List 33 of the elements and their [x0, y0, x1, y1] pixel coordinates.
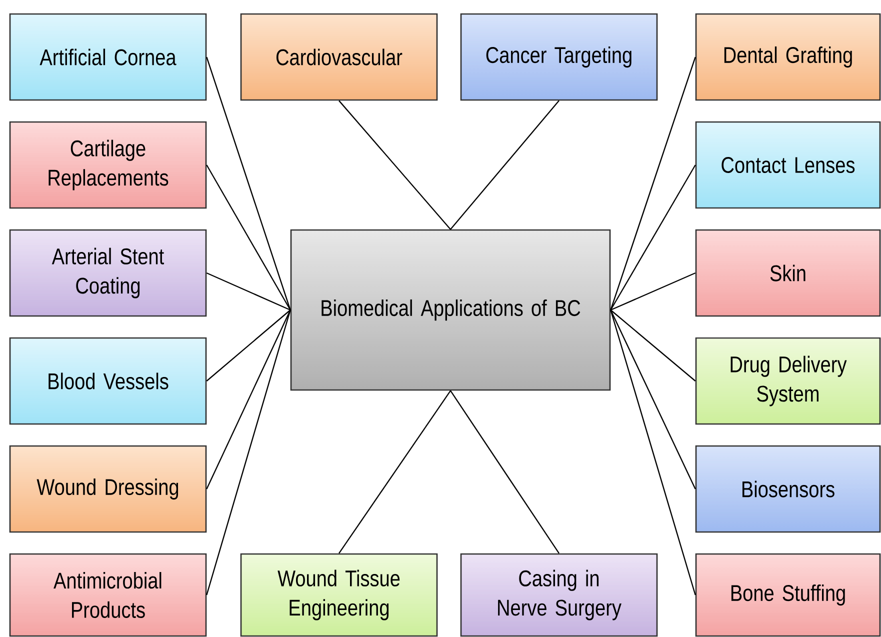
application-box: Drug Delivery System [695, 337, 881, 425]
application-box: Dental Grafting [695, 13, 881, 101]
application-box: Bone Stuffing [695, 553, 881, 637]
connector-line [610, 310, 696, 596]
application-box: Cancer Targeting [460, 13, 658, 101]
connector-line [206, 272, 291, 311]
connector-line [450, 100, 560, 230]
application-box: Cartilage Replacements [9, 121, 207, 209]
application-box: Wound Tissue Engineering [240, 553, 438, 637]
connector-line [206, 56, 291, 310]
connector-line [206, 310, 291, 596]
application-box: Antimicrobial Products [9, 553, 207, 637]
connector-line [206, 310, 291, 490]
application-box: Artificial Cornea [9, 13, 207, 101]
application-box: Wound Dressing [9, 445, 207, 533]
connector-line [338, 390, 451, 554]
application-box: Biosensors [695, 445, 881, 533]
application-box: Skin [695, 229, 881, 317]
application-box: Arterial Stent Coating [9, 229, 207, 317]
application-box: Cardiovascular [240, 13, 438, 101]
connector-line [610, 310, 696, 490]
application-box: Contact Lenses [695, 121, 881, 209]
connector-line [206, 164, 291, 310]
application-box: Blood Vessels [9, 337, 207, 425]
connector-line [610, 56, 696, 310]
connector-line [450, 390, 560, 554]
central-box: Biomedical Applications of BC [290, 229, 611, 391]
connector-line [610, 310, 696, 382]
connector-line [610, 272, 696, 311]
connector-line [206, 310, 291, 382]
connector-line [610, 164, 696, 310]
connector-line [338, 100, 451, 230]
application-box: Casing in Nerve Surgery [460, 553, 658, 637]
